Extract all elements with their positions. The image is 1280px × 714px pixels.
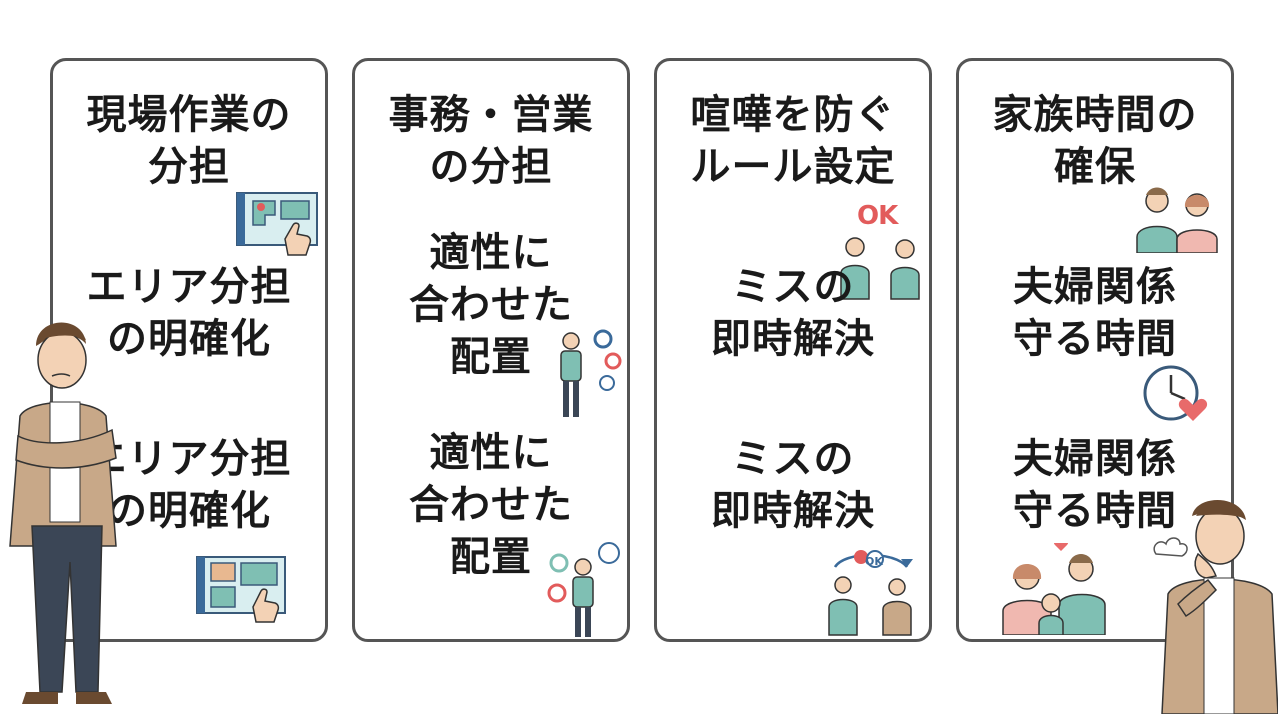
item-quick-resolve-2: ミスの 即時解決 [711, 436, 875, 534]
card-conflict-rules: 喧嘩を防ぐ ルール設定 OK ミスの 即時解決 ミスの 即時解決 OK [654, 58, 932, 642]
item-area-division-2: エリア分担 の明確化 [86, 436, 292, 534]
two-people-arrows-icon [828, 550, 913, 636]
card-title: 家族時間の 確保 [992, 92, 1198, 190]
map-hand-icon [236, 192, 318, 256]
ok-bubble: OK [865, 555, 883, 568]
card-field-work: 現場作業の 分担 エリア分担 の明確化 エリア分担 の明確化 [50, 58, 328, 642]
ok-badge: OK [857, 201, 898, 231]
card-title: 喧嘩を防ぐ ルール設定 [690, 92, 896, 190]
card-family-time: 家族時間の 確保 夫婦関係 守る時間 夫婦関係 守る時間 [956, 58, 1234, 642]
item-couple-time: 夫婦関係 守る時間 [1013, 264, 1177, 362]
item-area-division: エリア分担 の明確化 [86, 264, 292, 362]
card-title: 現場作業の 分担 [86, 92, 292, 190]
map-hand-icon-2 [196, 556, 286, 623]
item-aptitude-placement-2: 適性に 合わせた 配置 [409, 430, 573, 580]
thinking-man-right-illustration [1153, 499, 1278, 714]
item-aptitude-placement: 適性に 合わせた 配置 [409, 230, 573, 380]
two-people-talking-icon [840, 237, 920, 300]
card-office-sales: 事務・営業 の分担 適性に 合わせた 配置 適性に 合わせた 配置 [352, 58, 630, 642]
family-icon [1002, 543, 1106, 635]
worried-man-left-illustration [9, 322, 117, 704]
item-quick-resolve: ミスの 即時解決 [711, 264, 875, 362]
couple-icon [1136, 187, 1218, 253]
item-couple-time-2: 夫婦関係 守る時間 [1013, 436, 1177, 534]
person-gears-icon [560, 329, 622, 417]
person-gears-icon-2 [547, 542, 620, 637]
card-title: 事務・営業 の分担 [388, 92, 594, 190]
clock-heart-icon [1143, 365, 1208, 421]
